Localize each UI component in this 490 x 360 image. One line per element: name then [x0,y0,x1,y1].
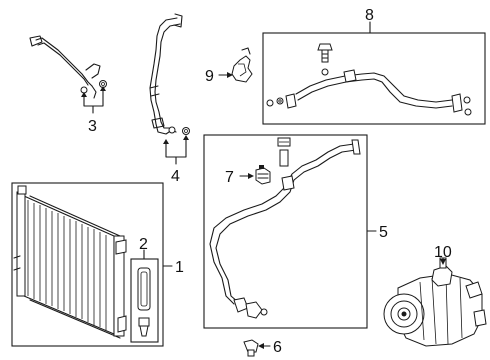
refrigerant-pipe-part-5[interactable] [209,137,361,319]
callout-7-leader [239,173,254,179]
valve-cap-part-6[interactable] [243,339,259,357]
callout-5-label: 5 [379,224,388,241]
callout-8-label: 8 [365,7,374,24]
condenser-part-1[interactable] [13,185,127,339]
callout-3-label: 3 [88,118,97,135]
callout-6-label: 6 [273,339,282,356]
callout-4-label: 4 [171,168,180,185]
part-8-group-box [262,32,486,125]
receiver-dryer-part-2[interactable] [137,267,151,337]
part-1-group-box [11,182,164,347]
hose-assembly-part-4[interactable] [149,13,190,135]
callout-10-leader [440,257,446,265]
callout-6-leader [258,343,271,349]
callout-9-leader [218,72,233,78]
liquid-line-part-8[interactable] [266,43,472,116]
hose-assembly-part-3[interactable] [29,35,107,99]
callout-7-label: 7 [225,169,234,186]
bracket-clip-part-9[interactable] [231,47,253,83]
callout-4-leader [163,135,189,165]
callout-2-label: 2 [139,236,148,253]
callout-10-label: 10 [434,244,452,261]
callout-9-label: 9 [205,68,214,85]
callout-1-label: 1 [175,259,184,276]
compressor-part-10[interactable] [383,257,487,347]
pressure-switch-part-7[interactable] [255,165,271,185]
callout-3-leader [81,86,106,114]
